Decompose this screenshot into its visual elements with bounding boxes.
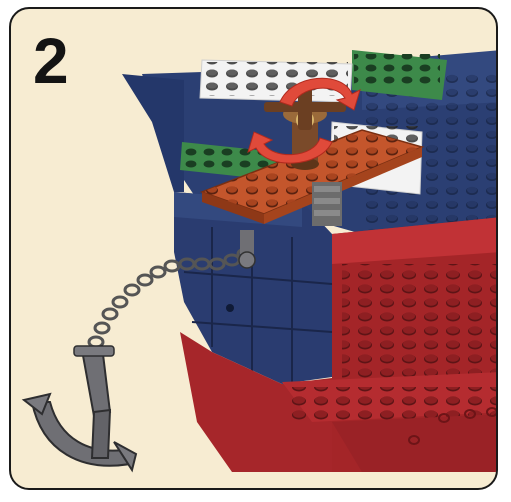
ship-assembly-illustration [9, 7, 498, 490]
instruction-panel: 2 [9, 7, 498, 490]
anchor-icon [24, 346, 136, 470]
chain-bollard [239, 230, 255, 268]
step-number: 2 [33, 29, 69, 93]
